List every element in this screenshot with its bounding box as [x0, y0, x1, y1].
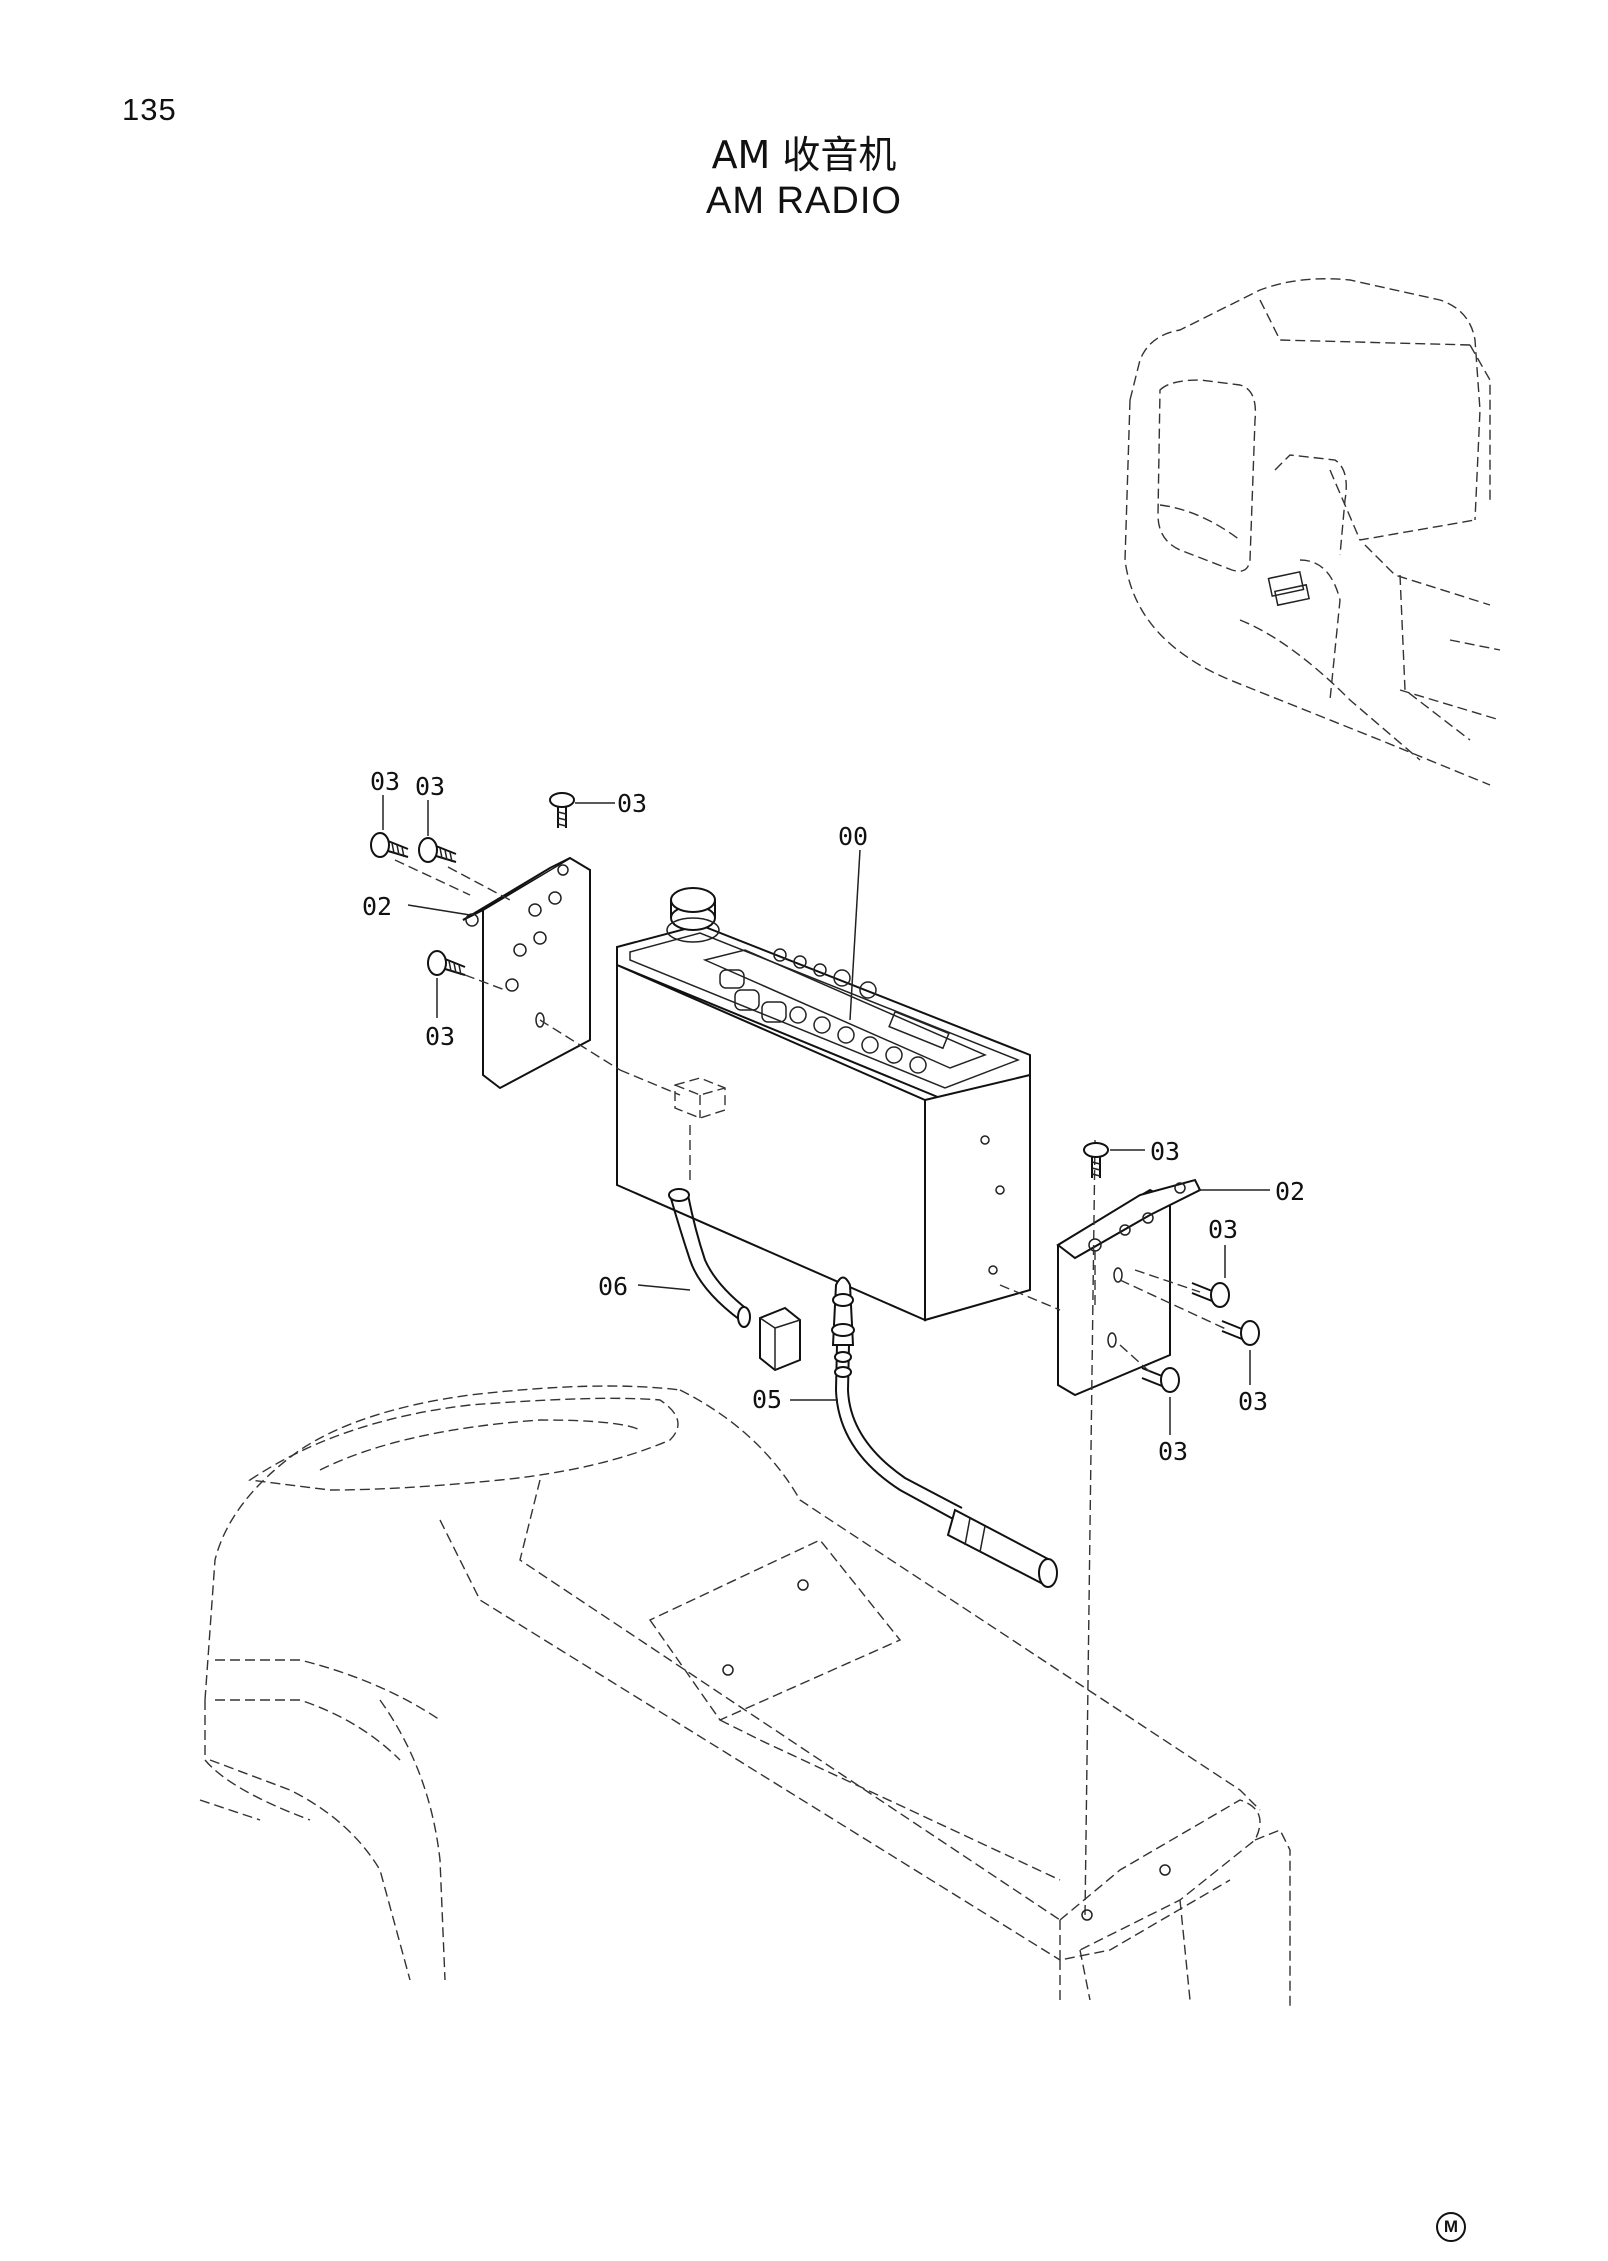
- label-bolt-3: 03: [617, 789, 647, 818]
- label-bracket-right: 02: [1275, 1177, 1305, 1206]
- harness-cable: [668, 1188, 801, 1372]
- label-bolt-8: 03: [1158, 1437, 1188, 1466]
- label-bolt-5: 03: [1150, 1137, 1180, 1166]
- cab-inset: [1124, 278, 1501, 786]
- bracket-left: [462, 856, 681, 1096]
- antenna-cable: [831, 1276, 1058, 1588]
- bracket-right: [999, 1139, 1202, 1921]
- label-bolt-1: 03: [370, 767, 400, 796]
- leader-lines: [382, 795, 1270, 1435]
- radio-unit: [616, 887, 1031, 1322]
- label-radio: 00: [838, 822, 868, 851]
- label-antenna-cable: 05: [752, 1385, 782, 1414]
- title-english: AM RADIO: [706, 180, 902, 222]
- label-bolt-6: 03: [1208, 1215, 1238, 1244]
- page-number: 135: [122, 92, 177, 127]
- label-bolt-7: 03: [1238, 1387, 1268, 1416]
- corner-mark: M: [1436, 2212, 1466, 2242]
- label-bolt-4: 03: [425, 1022, 455, 1051]
- label-harness: 06: [598, 1272, 628, 1301]
- console-base: [199, 1385, 1291, 2010]
- title-chinese: AM 收音机: [711, 133, 897, 177]
- label-bracket-left: 02: [362, 892, 392, 921]
- part-labels: 03 03 03 00 02 03 03 02 03 03 03 06 05: [362, 767, 1305, 1466]
- label-bolt-2: 03: [415, 772, 445, 801]
- bolts: [370, 792, 1260, 1393]
